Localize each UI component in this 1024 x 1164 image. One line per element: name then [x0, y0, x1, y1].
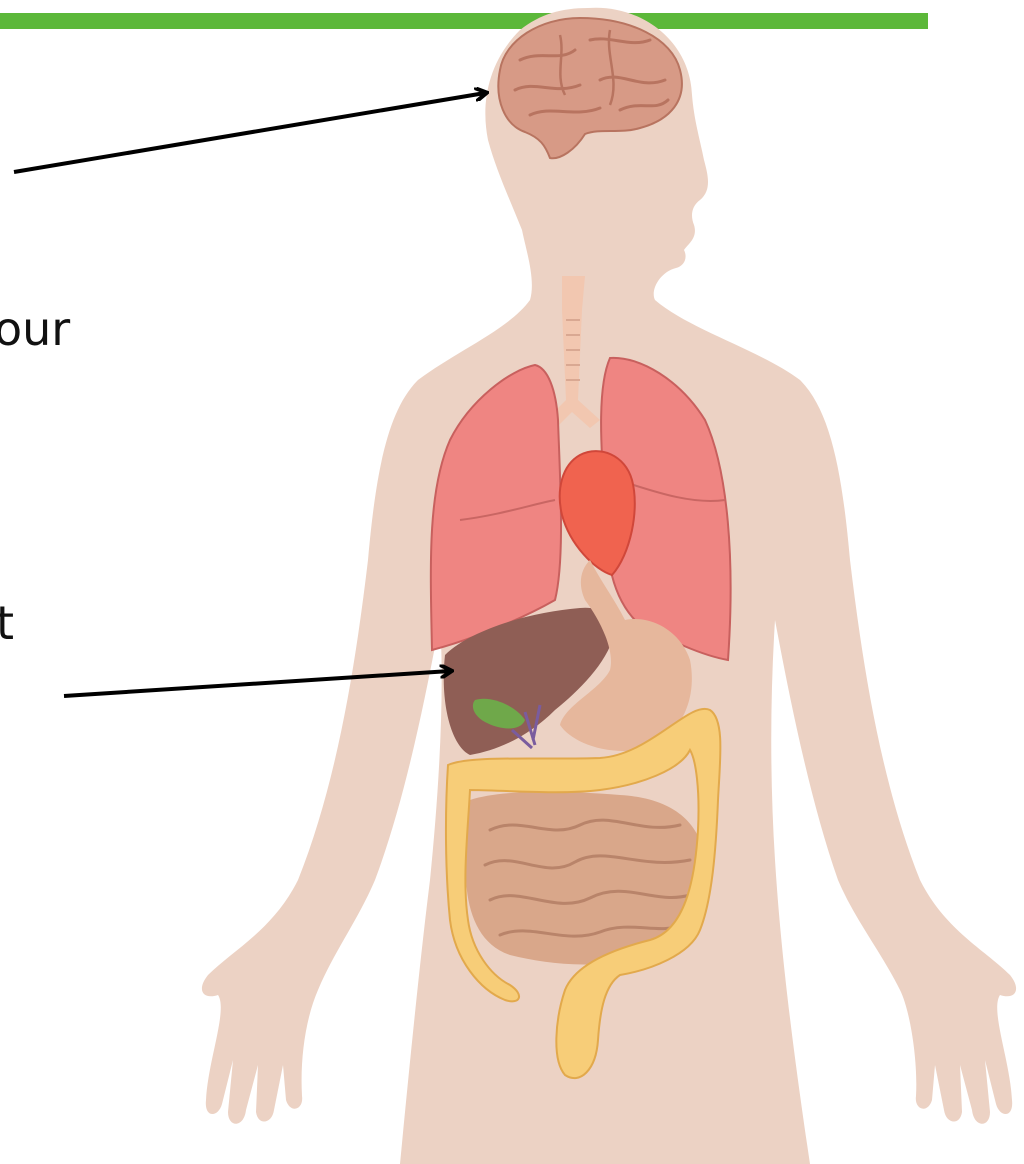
upper-label-fragment: our	[0, 306, 70, 352]
lower-label-fragment: t	[0, 600, 14, 646]
body-silhouette	[202, 8, 1016, 1164]
header-bar	[0, 13, 928, 29]
pointer-arrow-upper	[14, 93, 485, 172]
